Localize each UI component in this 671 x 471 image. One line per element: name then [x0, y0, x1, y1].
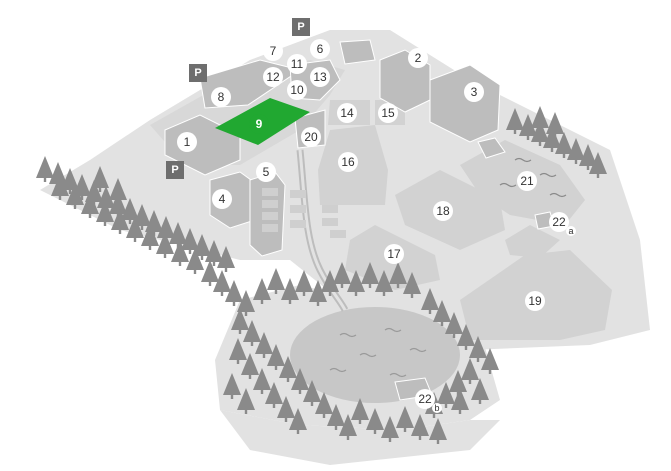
svg-text:P: P — [171, 164, 178, 176]
parking-icon[interactable]: P — [292, 18, 310, 36]
location-marker-icon[interactable]: 15 — [378, 103, 398, 123]
location-marker-icon[interactable]: 11 — [287, 54, 307, 74]
svg-text:21: 21 — [520, 174, 534, 188]
location-marker-icon[interactable]: 10 — [287, 80, 307, 100]
bleachers — [477, 137, 506, 159]
location-marker-icon[interactable]: 16 — [338, 152, 358, 172]
location-marker-icon[interactable]: 21 — [517, 171, 537, 191]
svg-text:2: 2 — [415, 51, 422, 65]
svg-text:20: 20 — [304, 130, 318, 144]
location-marker-icon[interactable]: 3 — [464, 82, 484, 102]
svg-text:1: 1 — [184, 135, 191, 149]
tree-icon — [36, 156, 54, 182]
svg-text:12: 12 — [266, 70, 280, 84]
location-marker-icon[interactable]: 1 — [177, 132, 197, 152]
building-3 — [429, 64, 501, 143]
svg-text:3: 3 — [471, 85, 478, 99]
parking-icon[interactable]: P — [189, 64, 207, 82]
location-marker-icon[interactable]: 22 a — [549, 212, 576, 236]
location-marker-icon[interactable]: 14 — [337, 103, 357, 123]
svg-text:P: P — [297, 21, 304, 33]
svg-text:22: 22 — [552, 215, 566, 229]
field-22a — [505, 225, 560, 258]
parking-icon[interactable]: P — [166, 161, 184, 179]
location-marker-icon[interactable]: 4 — [212, 189, 232, 209]
svg-text:15: 15 — [381, 106, 395, 120]
svg-text:19: 19 — [528, 294, 542, 308]
svg-text:4: 4 — [219, 192, 226, 206]
location-marker-icon[interactable]: 9 — [249, 114, 269, 134]
steps — [262, 188, 346, 238]
svg-text:13: 13 — [313, 70, 327, 84]
svg-text:22: 22 — [418, 392, 432, 406]
location-marker-icon[interactable]: 2 — [408, 48, 428, 68]
location-marker-icon[interactable]: 17 — [384, 244, 404, 264]
parking-signs: P P P — [166, 18, 310, 179]
location-marker-icon[interactable]: 5 — [256, 162, 276, 182]
svg-text:10: 10 — [290, 83, 304, 97]
field-21-waves — [499, 157, 567, 198]
svg-text:7: 7 — [270, 44, 277, 58]
location-marker-icon[interactable]: 22 b — [415, 389, 442, 413]
svg-text:P: P — [194, 67, 201, 79]
svg-text:8: 8 — [218, 90, 225, 104]
svg-text:6: 6 — [317, 42, 324, 56]
location-markers: 1 2 3 4 5 6 7 8 9 10 11 — [177, 39, 576, 413]
lake-waves — [329, 327, 427, 378]
svg-text:16: 16 — [341, 155, 355, 169]
location-marker-icon[interactable]: 19 — [525, 291, 545, 311]
location-marker-icon[interactable]: 8 — [211, 87, 231, 107]
svg-text:17: 17 — [387, 247, 401, 261]
south-strip — [220, 410, 500, 465]
svg-text:b: b — [434, 403, 439, 413]
building-6 — [339, 39, 376, 65]
tree-icon — [201, 260, 219, 286]
location-marker-icon[interactable]: 13 — [310, 67, 330, 87]
svg-text:9: 9 — [256, 117, 263, 131]
location-marker-icon[interactable]: 6 — [310, 39, 330, 59]
svg-text:14: 14 — [340, 106, 354, 120]
tree-icon — [213, 270, 231, 296]
location-marker-icon[interactable]: 7 — [263, 41, 283, 61]
svg-text:11: 11 — [291, 57, 304, 71]
location-marker-icon[interactable]: 20 — [301, 127, 321, 147]
svg-text:18: 18 — [436, 204, 450, 218]
svg-text:a: a — [568, 226, 573, 236]
location-marker-icon[interactable]: 18 — [433, 201, 453, 221]
svg-text:5: 5 — [263, 165, 270, 179]
location-marker-icon[interactable]: 12 — [263, 67, 283, 87]
